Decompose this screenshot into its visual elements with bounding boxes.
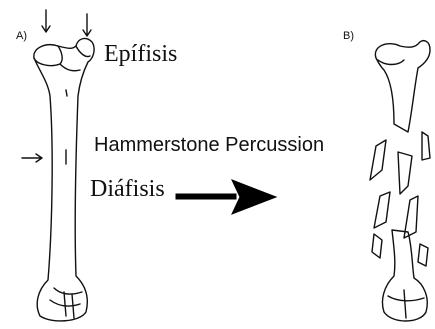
distal-condyle-notch <box>404 290 406 318</box>
transformation-arrow <box>176 180 276 214</box>
impact-arrow-shaft <box>22 154 42 162</box>
condyle-line-1 <box>54 288 82 294</box>
intact-femur <box>34 39 94 321</box>
transformation-arrow-shaft <box>176 194 236 199</box>
splinter-2 <box>398 152 412 194</box>
distal-condyle-line <box>388 296 424 301</box>
splinter-6 <box>372 234 382 258</box>
panel-a-label: A) <box>16 30 27 42</box>
proximal-head-line <box>378 60 404 65</box>
impact-arrow-head-left <box>42 10 50 32</box>
greater-trochanter <box>76 46 90 57</box>
femur-outline <box>34 39 94 321</box>
diaphysis-label: Diáfisis <box>90 176 165 203</box>
proximal-fragment <box>375 41 430 132</box>
splinter-4 <box>374 192 390 228</box>
neck-detail <box>60 64 80 71</box>
epiphysis-label: Epífisis <box>104 41 177 68</box>
condyle-notch-2 <box>72 294 74 318</box>
splinter-3 <box>422 132 430 160</box>
process-label: Hammerstone Percussion <box>94 134 324 157</box>
splinter-1 <box>370 140 386 180</box>
impact-arrow-head-right <box>83 14 91 36</box>
panel-b-label: B) <box>343 30 354 42</box>
condyle-notch <box>64 292 66 316</box>
small-mark <box>66 90 67 96</box>
fragmented-femur <box>370 41 430 321</box>
transformation-arrow-head <box>232 180 276 214</box>
impact-arrows <box>22 10 91 162</box>
splinter-7 <box>418 244 428 266</box>
